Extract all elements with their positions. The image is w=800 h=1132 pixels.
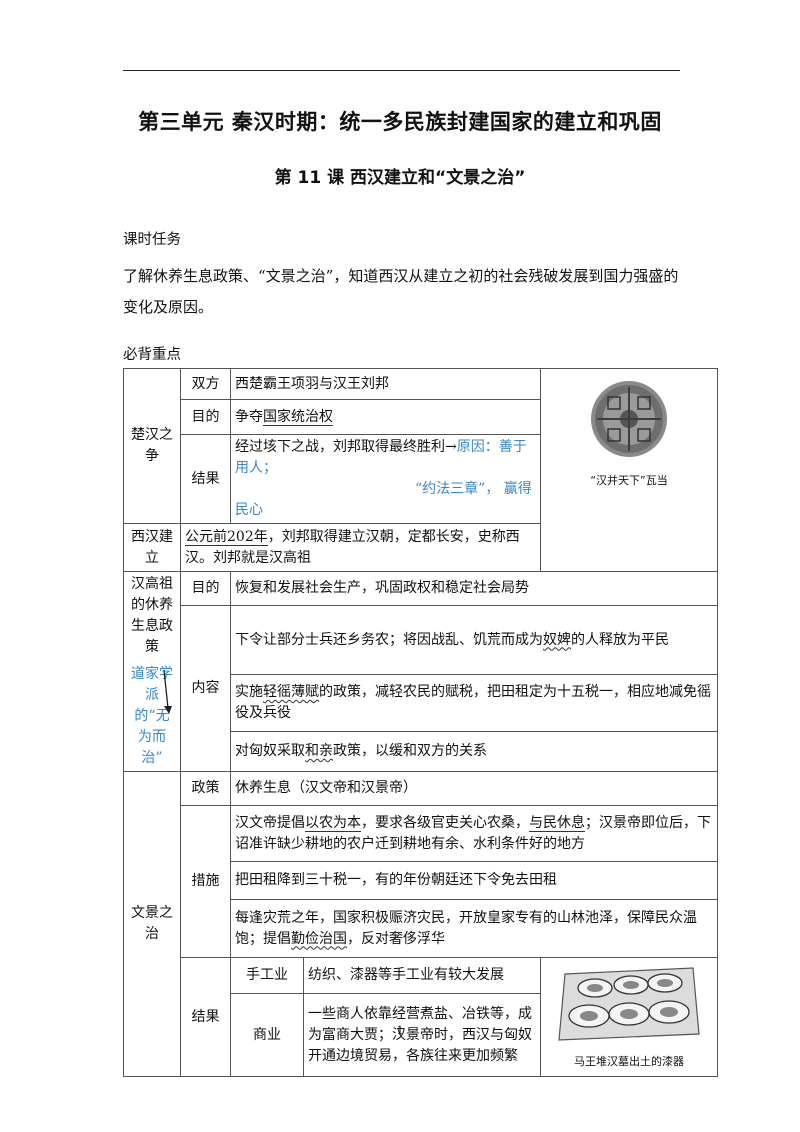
gaozu-note: 道家学派的“无为而治” [131,666,173,766]
wenjing-measures-label: 措施 [180,805,231,958]
header-rule [123,70,680,71]
wavy-term: 和亲 [305,743,333,759]
reason-note: 原因：善于用人； [235,439,527,476]
coin-image [570,375,688,470]
gaozu-content-1: 下令让部分士兵还乡务农；将因战乱、饥荒而成为奴婢的人释放为平民 [229,605,719,675]
wenjing-measure-3: 每逢灾荒之年，国家积极赈济灾民，开放皇家专有的山林池泽，保障民众温饱；提倡勤俭治… [229,899,719,958]
commerce-label: 商业 [230,993,304,1077]
underlined-term: 国家统治权 [263,408,333,426]
chuhan-purpose-label: 目的 [180,399,231,435]
lacquerware-caption: 马王堆汉墓出土的漆器 [574,1055,685,1068]
chuhan-sides: 西楚霸王项羽与汉王刘邦 [229,368,542,400]
gaozu-title: 汉高祖的休养生息政策 [131,576,173,655]
commerce-content: 一些商人依靠经营煮盐、冶铁等，成为富商大贾；汉景帝时，西汉与匈奴开通边境贸易，各… [302,993,542,1077]
wavy-term: 勤俭治国 [291,930,347,947]
task-label: 课时任务 [123,232,181,248]
chuhan-sides-label: 双方 [180,368,231,400]
wenjing-measure-1: 汉文帝提倡以农为本，要求各级官吏关心农桑，与民休息；汉景帝即位后，下诏准许缺少耕… [229,805,719,862]
wenjing-policy-label: 政策 [180,771,231,806]
wenjing-policy: 休养生息（汉文帝和汉景帝） [229,771,719,806]
coin-caption: “汉并天下”瓦当 [590,474,668,487]
handicraft-label: 手工业 [230,957,304,994]
gaozu-content-label: 内容 [180,605,231,772]
lacquerware-image [555,962,703,1051]
reason-note-2: “约法三章”， 赢得民心 [235,481,532,518]
chuhan-result-label: 结果 [180,434,231,524]
gaozu-purpose: 恢复和发展社会生产，巩固政权和稳定社会局势 [229,571,719,606]
wenjing-results-label: 结果 [180,957,231,1077]
key-points-label: 必背重点 [123,347,181,363]
chuhan-result: 经过垓下之战，刘邦取得最终胜利→原因：善于用人；“约法三章”， 赢得民心 [229,434,542,524]
gaozu-content-2: 实施轻徭薄赋的政策，减轻农民的赋税，把田租定为十五税一，相应地减免徭役及兵役 [229,674,719,732]
page-number: 1 [396,1024,404,1037]
wavy-term: 奴婢 [543,631,571,648]
underlined-term: 与民休息 [529,814,585,832]
arrow-down-icon [163,670,172,714]
handicraft-content: 纺织、漆器等手工业有较大发展 [302,957,542,994]
task-text: 了解休养生息政策、“文景之治”，知道西汉从建立之初的社会残破发展到国力强盛的变化… [123,267,679,316]
lacquerware-image-cell: 马王堆汉墓出土的漆器 [540,957,719,1077]
lesson-title: 第 11 课 西汉建立和“文景之治” [274,168,526,188]
chuhan-title: 楚汉之争 [123,368,181,524]
underlined-term: 公元前202年 [185,528,268,546]
gaozu-title-cell: 汉高祖的休养生息政策 道家学派的“无为而治” [123,571,181,772]
wenjing-measure-2: 把田租降到三十税一，有的年份朝廷还下令免去田租 [229,861,719,900]
coin-image-cell: “汉并天下”瓦当 [540,368,719,572]
xihan-content: 公元前202年，刘邦取得建立汉朝，定都长安，史称西汉。刘邦就是汉高祖 [179,523,542,572]
unit-title: 第三单元 秦汉时期：统一多民族封建国家的建立和巩固 [138,110,662,134]
underlined-term: 以农为本 [305,814,361,832]
gaozu-purpose-label: 目的 [180,571,231,606]
chuhan-purpose: 争夺国家统治权 [229,399,542,435]
key-points-table: 楚汉之争 双方 西楚霸王项羽与汉王刘邦 “汉并天下”瓦当 [123,368,719,1077]
wavy-term: 轻徭薄赋 [263,684,319,700]
gaozu-content-3: 对匈奴采取和亲政策，以缓和双方的关系 [229,731,719,772]
xihan-title: 西汉建立 [123,523,181,572]
